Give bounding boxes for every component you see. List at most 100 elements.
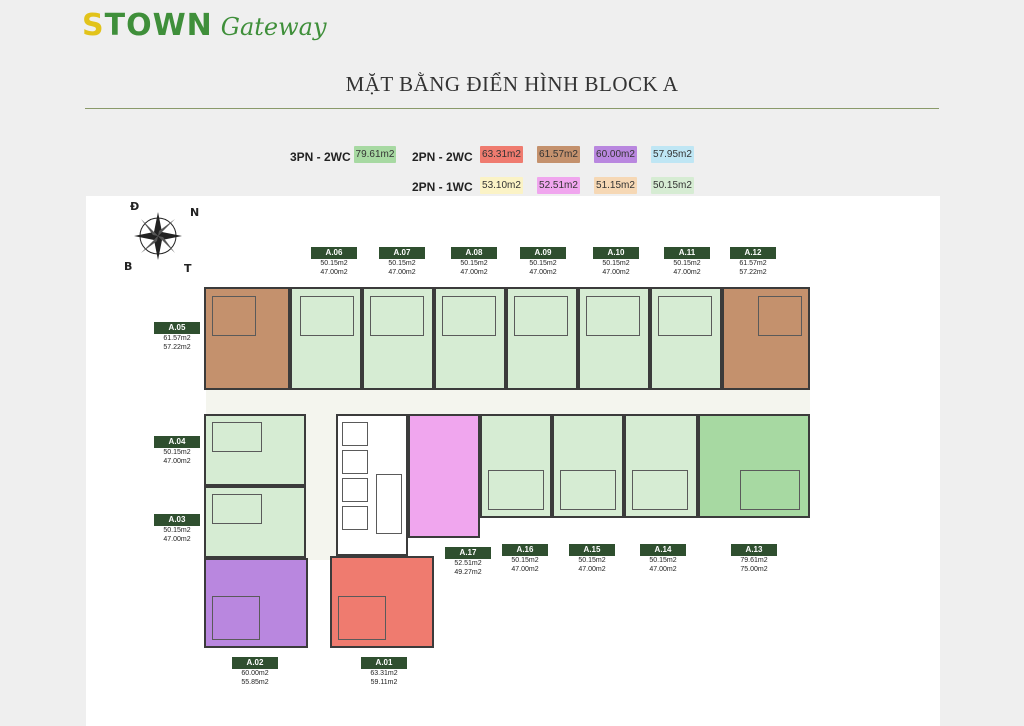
unit-area: 50.15m2 <box>163 449 191 456</box>
legend-chip: 52.51m2 <box>537 177 580 194</box>
legend-chip: 63.31m2 <box>480 146 523 163</box>
unit-area: 50.15m2 <box>320 260 348 267</box>
unit-tag-A02: A.02 60.00m2 55.85m2 <box>232 657 278 687</box>
room <box>212 494 262 524</box>
unit-tag-A13: A.13 79.61m2 75.00m2 <box>731 544 777 574</box>
unit-area-net: 47.00m2 <box>673 269 701 276</box>
unit-area-net: 47.00m2 <box>388 269 416 276</box>
unit-id: A.01 <box>361 657 407 669</box>
room <box>632 470 688 510</box>
legend-chip: 60.00m2 <box>594 146 637 163</box>
unit-area-net: 57.22m2 <box>163 344 191 351</box>
room <box>212 422 262 452</box>
unit-tag-A07: A.07 50.15m2 47.00m2 <box>379 247 425 277</box>
unit-tag-A05: A.05 61.57m2 57.22m2 <box>154 322 200 352</box>
room <box>740 470 800 510</box>
lift-shaft <box>342 450 368 474</box>
legend-label-2pn-1wc: 2PN - 1WC <box>412 180 473 194</box>
logo-prefix: S <box>82 8 105 43</box>
unit-A10-block <box>578 287 650 390</box>
unit-id: A.13 <box>731 544 777 556</box>
unit-tag-A14: A.14 50.15m2 47.00m2 <box>640 544 686 574</box>
room <box>212 596 260 640</box>
unit-A11-block <box>650 287 722 390</box>
unit-tag-A04: A.04 50.15m2 47.00m2 <box>154 436 200 466</box>
unit-A17-block <box>408 414 480 538</box>
unit-tag-A17: A.17 52.51m2 49.27m2 <box>445 547 491 577</box>
unit-A01-block <box>330 556 434 648</box>
unit-A16-block <box>480 414 552 518</box>
unit-id: A.06 <box>311 247 357 259</box>
unit-tag-A12: A.12 61.57m2 57.22m2 <box>730 247 776 277</box>
unit-id: A.10 <box>593 247 639 259</box>
legend-label-3pn-2wc: 3PN - 2WC <box>290 150 351 164</box>
unit-A14-block <box>624 414 698 518</box>
unit-area-net: 47.00m2 <box>320 269 348 276</box>
unit-area-net: 47.00m2 <box>529 269 557 276</box>
room <box>658 296 712 336</box>
logo-sub: Gateway <box>220 13 327 41</box>
unit-area: 50.15m2 <box>602 260 630 267</box>
unit-area: 50.15m2 <box>649 557 677 564</box>
unit-id: A.05 <box>154 322 200 334</box>
unit-area: 63.31m2 <box>370 670 398 677</box>
unit-area-net: 47.00m2 <box>460 269 488 276</box>
unit-A02-block <box>204 558 308 648</box>
lift-shaft <box>342 422 368 446</box>
room <box>338 596 386 640</box>
unit-id: A.04 <box>154 436 200 448</box>
room <box>212 296 256 336</box>
unit-area: 60.00m2 <box>241 670 269 677</box>
legend-chip: 51.15m2 <box>594 177 637 194</box>
room <box>300 296 354 336</box>
unit-A06-block <box>290 287 362 390</box>
unit-tag-A11: A.11 50.15m2 47.00m2 <box>664 247 710 277</box>
page-title: MẶT BẰNG ĐIỂN HÌNH BLOCK A <box>345 72 679 96</box>
unit-id: A.15 <box>569 544 615 556</box>
legend-chip: 57.95m2 <box>651 146 694 163</box>
brand-logo: S TOWN Gateway <box>82 8 327 43</box>
unit-A15-block <box>552 414 624 518</box>
unit-id: A.11 <box>664 247 710 259</box>
compass-d: Đ <box>130 200 139 213</box>
unit-area-net: 47.00m2 <box>163 458 191 465</box>
unit-tag-A01: A.01 63.31m2 59.11m2 <box>361 657 407 687</box>
core-stairs-lifts <box>336 414 408 556</box>
unit-area: 50.15m2 <box>578 557 606 564</box>
unit-A04-block <box>204 414 306 486</box>
unit-id: A.12 <box>730 247 776 259</box>
unit-A05-block <box>204 287 290 390</box>
unit-area-net: 47.00m2 <box>578 566 606 573</box>
unit-area-net: 47.00m2 <box>649 566 677 573</box>
unit-tag-A08: A.08 50.15m2 47.00m2 <box>451 247 497 277</box>
unit-A08-block <box>434 287 506 390</box>
room <box>442 296 496 336</box>
unit-A07-block <box>362 287 434 390</box>
compass-b: B <box>124 260 132 273</box>
lift-shaft <box>342 478 368 502</box>
unit-tag-A09: A.09 50.15m2 47.00m2 <box>520 247 566 277</box>
unit-area: 50.15m2 <box>388 260 416 267</box>
logo-main: TOWN <box>104 8 213 43</box>
side-corridor <box>306 414 336 560</box>
unit-area-net: 47.00m2 <box>602 269 630 276</box>
unit-A09-block <box>506 287 578 390</box>
unit-area: 50.15m2 <box>163 527 191 534</box>
room <box>370 296 424 336</box>
room <box>758 296 802 336</box>
unit-A13-block <box>698 414 810 518</box>
unit-area-net: 57.22m2 <box>739 269 767 276</box>
unit-area-net: 75.00m2 <box>740 566 768 573</box>
unit-id: A.08 <box>451 247 497 259</box>
legend-label-2pn-2wc: 2PN - 2WC <box>412 150 473 164</box>
room <box>488 470 544 510</box>
room <box>586 296 640 336</box>
main-corridor <box>206 388 810 414</box>
unit-tag-A15: A.15 50.15m2 47.00m2 <box>569 544 615 574</box>
compass-n: N <box>190 206 199 219</box>
unit-tag-A03: A.03 50.15m2 47.00m2 <box>154 514 200 544</box>
unit-area: 50.15m2 <box>529 260 557 267</box>
unit-tag-A06: A.06 50.15m2 47.00m2 <box>311 247 357 277</box>
unit-area-net: 47.00m2 <box>511 566 539 573</box>
legend-chip: 61.57m2 <box>537 146 580 163</box>
